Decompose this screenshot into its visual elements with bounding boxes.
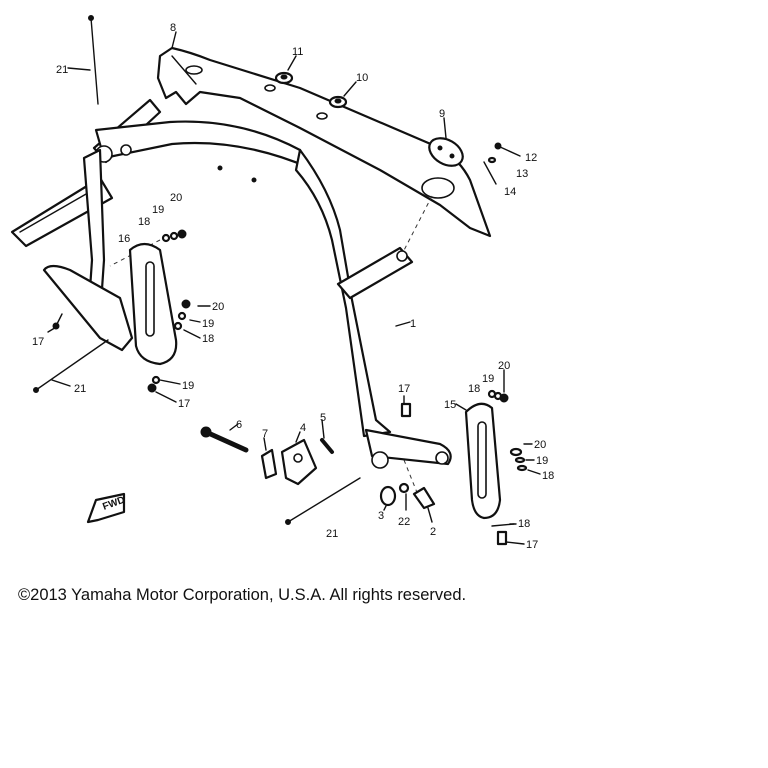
callout-17-lower-right: 17	[526, 539, 538, 551]
callout-11: 11	[292, 46, 303, 58]
fwd-direction-arrow: FWD	[86, 492, 126, 524]
callout-21-bottom: 21	[326, 528, 338, 540]
callout-19-lower-left: 19	[182, 380, 194, 392]
hardware-right-lower	[491, 523, 515, 546]
part-21-rod-left	[33, 339, 109, 393]
part-6-bolt	[200, 426, 249, 453]
part-10-grommet	[328, 95, 348, 109]
callout-15: 15	[444, 399, 456, 411]
callout-18-upper-right: 18	[468, 383, 480, 395]
left-tube-assembly	[10, 98, 312, 352]
callout-2: 2	[430, 526, 436, 538]
callout-19-upper-right: 19	[482, 373, 494, 385]
callout-18-lower-right: 18	[518, 518, 530, 530]
callout-18-mid-left: 18	[202, 333, 214, 345]
callout-13: 13	[516, 168, 528, 180]
callout-6: 6	[236, 419, 242, 431]
part-2-bolt	[412, 486, 436, 510]
callout-21-top: 21	[56, 64, 68, 76]
parts-diagram: FWD 8 11 10 9 12 13 14 21	[10, 15, 554, 551]
part-11-grommet	[274, 71, 294, 85]
part-5-pin	[320, 438, 334, 454]
assembly-line	[399, 195, 433, 259]
part-21-rod-top	[88, 15, 99, 105]
hardware-right-upper	[487, 389, 509, 403]
callout-17-center: 17	[398, 383, 410, 395]
part-13-washer	[487, 156, 497, 164]
callout-20-upper-left: 20	[170, 192, 182, 204]
leader-lines	[47, 31, 541, 545]
callout-14: 14	[504, 186, 516, 198]
hardware-right-mid	[509, 447, 528, 472]
callout-22: 22	[398, 516, 410, 528]
callout-18-upper-left: 18	[138, 216, 150, 228]
callout-3: 3	[378, 510, 384, 522]
callout-10: 10	[356, 72, 368, 84]
callout-19-upper-left: 19	[152, 204, 164, 216]
callout-8: 8	[170, 22, 176, 34]
part-16-slotted-plate	[128, 242, 178, 366]
part-3-washer	[379, 485, 397, 507]
callout-20-upper-right: 20	[498, 360, 510, 372]
callout-17-left: 17	[32, 336, 44, 348]
hardware-left-mid	[173, 299, 191, 331]
callout-9: 9	[439, 108, 445, 120]
part-4-bracket	[280, 438, 318, 486]
part-17-bolt-center	[400, 402, 412, 418]
part-14-nut	[483, 161, 497, 185]
part-22-washer	[398, 482, 410, 494]
part-15-slotted-plate	[464, 402, 502, 520]
hardware-left-upper	[161, 229, 187, 243]
callout-20-mid-left: 20	[212, 301, 224, 313]
callout-5: 5	[320, 412, 326, 424]
callout-19-mid-left: 19	[202, 318, 214, 330]
callout-21-left: 21	[74, 383, 86, 395]
callout-20-right: 20	[534, 439, 546, 451]
callout-17-lower-left: 17	[178, 398, 190, 410]
part-9-reflector-disc	[428, 137, 464, 167]
callout-4: 4	[300, 422, 306, 434]
callout-18-right: 18	[542, 470, 554, 482]
part-1-main-frame	[217, 148, 452, 469]
callout-1: 1	[410, 318, 416, 330]
part-7-plate	[260, 448, 278, 480]
callout-12: 12	[525, 152, 537, 164]
callout-19-right: 19	[536, 455, 548, 467]
part-21-rod-bottom	[285, 477, 361, 525]
callout-7: 7	[262, 428, 268, 440]
part-12-screw	[494, 142, 521, 157]
callout-16: 16	[118, 233, 130, 245]
copyright-notice: ©2013 Yamaha Motor Corporation, U.S.A. A…	[18, 586, 467, 604]
